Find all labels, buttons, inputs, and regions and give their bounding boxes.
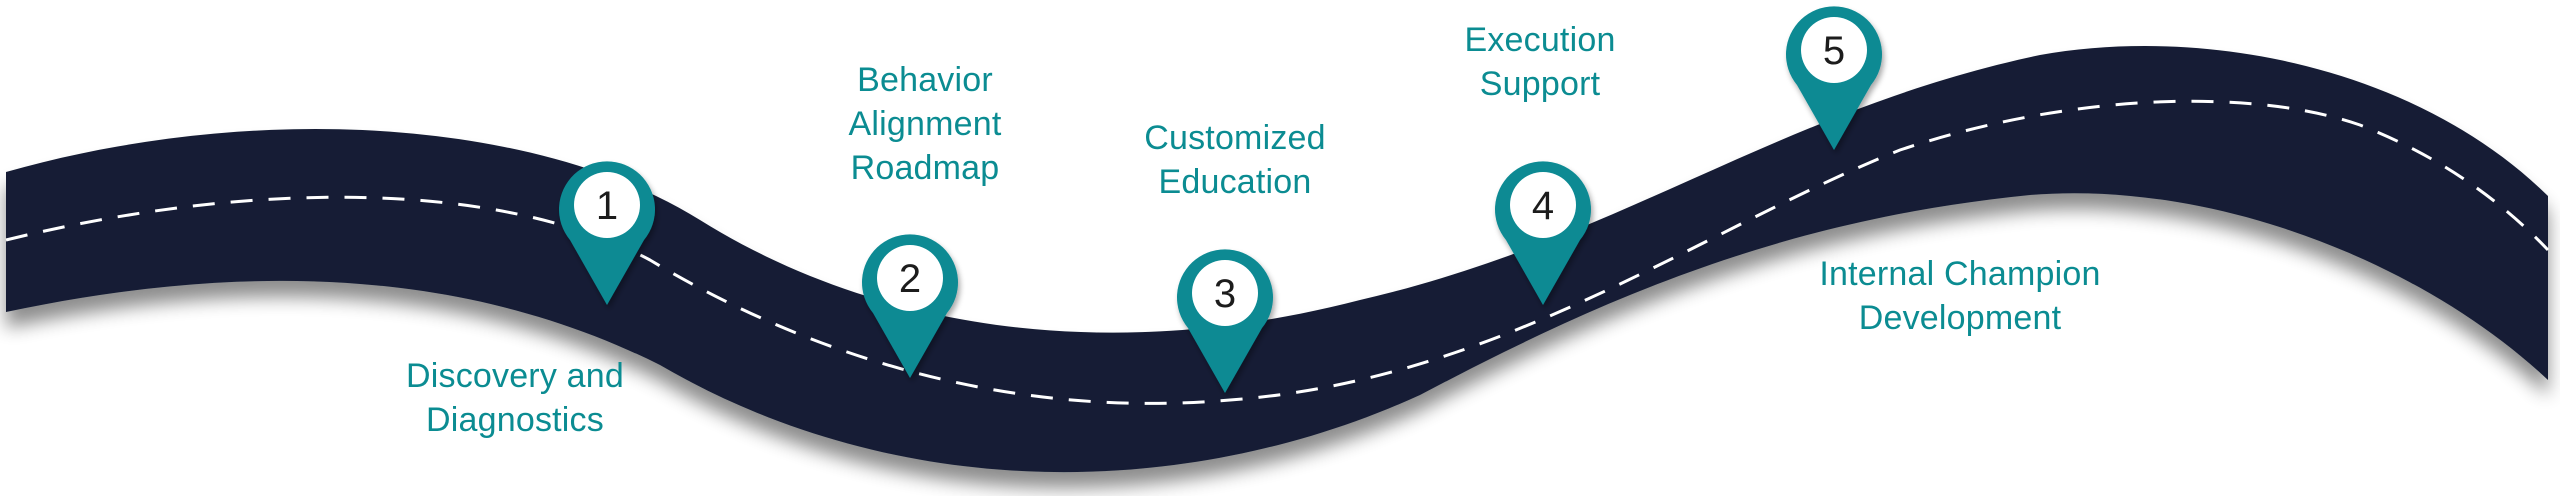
step-4-label-line-1: Execution xyxy=(1464,21,1616,59)
pin-2-number: 2 xyxy=(899,257,921,301)
step-3-label-line-1: Customized xyxy=(1144,119,1326,157)
pin-4-number: 4 xyxy=(1532,184,1554,228)
pin-3-inner xyxy=(1192,260,1258,326)
step-2-label-line-1: Behavior xyxy=(857,61,993,99)
step-1-label-line-2: Diagnostics xyxy=(426,401,604,439)
step-4-label-line-2: Support xyxy=(1479,65,1601,103)
step-1-label: Discovery and Diagnostics xyxy=(380,354,650,442)
step-3-label: Customized Education xyxy=(1110,116,1360,204)
step-2-label: Behavior Alignment Roadmap xyxy=(810,58,1040,190)
pin-4-inner xyxy=(1510,172,1576,238)
pin-1-number: 1 xyxy=(596,184,618,228)
road-center-line xyxy=(5,99,2550,405)
pin-1-inner xyxy=(574,172,640,238)
step-2-label-line-2: Alignment xyxy=(848,105,1002,143)
pin-3-number: 3 xyxy=(1214,272,1236,316)
pin-3: 3 xyxy=(1177,249,1273,393)
pin-5-inner xyxy=(1801,17,1867,83)
pin-5: 5 xyxy=(1786,6,1883,150)
pin-5-number: 5 xyxy=(1823,29,1845,73)
pin-4: 4 xyxy=(1495,161,1591,305)
pin-2-inner xyxy=(877,245,943,311)
step-3-label-line-2: Education xyxy=(1158,163,1312,201)
pin-1: 1 xyxy=(559,161,655,305)
step-5-label-line-2: Development xyxy=(1858,299,2062,337)
step-5-label-line-1: Internal Champion xyxy=(1819,255,2101,293)
step-2-label-line-3: Roadmap xyxy=(850,149,1000,187)
road xyxy=(6,46,2548,473)
step-4-label: Execution Support xyxy=(1430,18,1650,106)
step-1-label-line-1: Discovery and xyxy=(405,357,625,395)
pin-2: 2 xyxy=(862,234,958,378)
step-5-label: Internal Champion Development xyxy=(1770,252,2150,340)
